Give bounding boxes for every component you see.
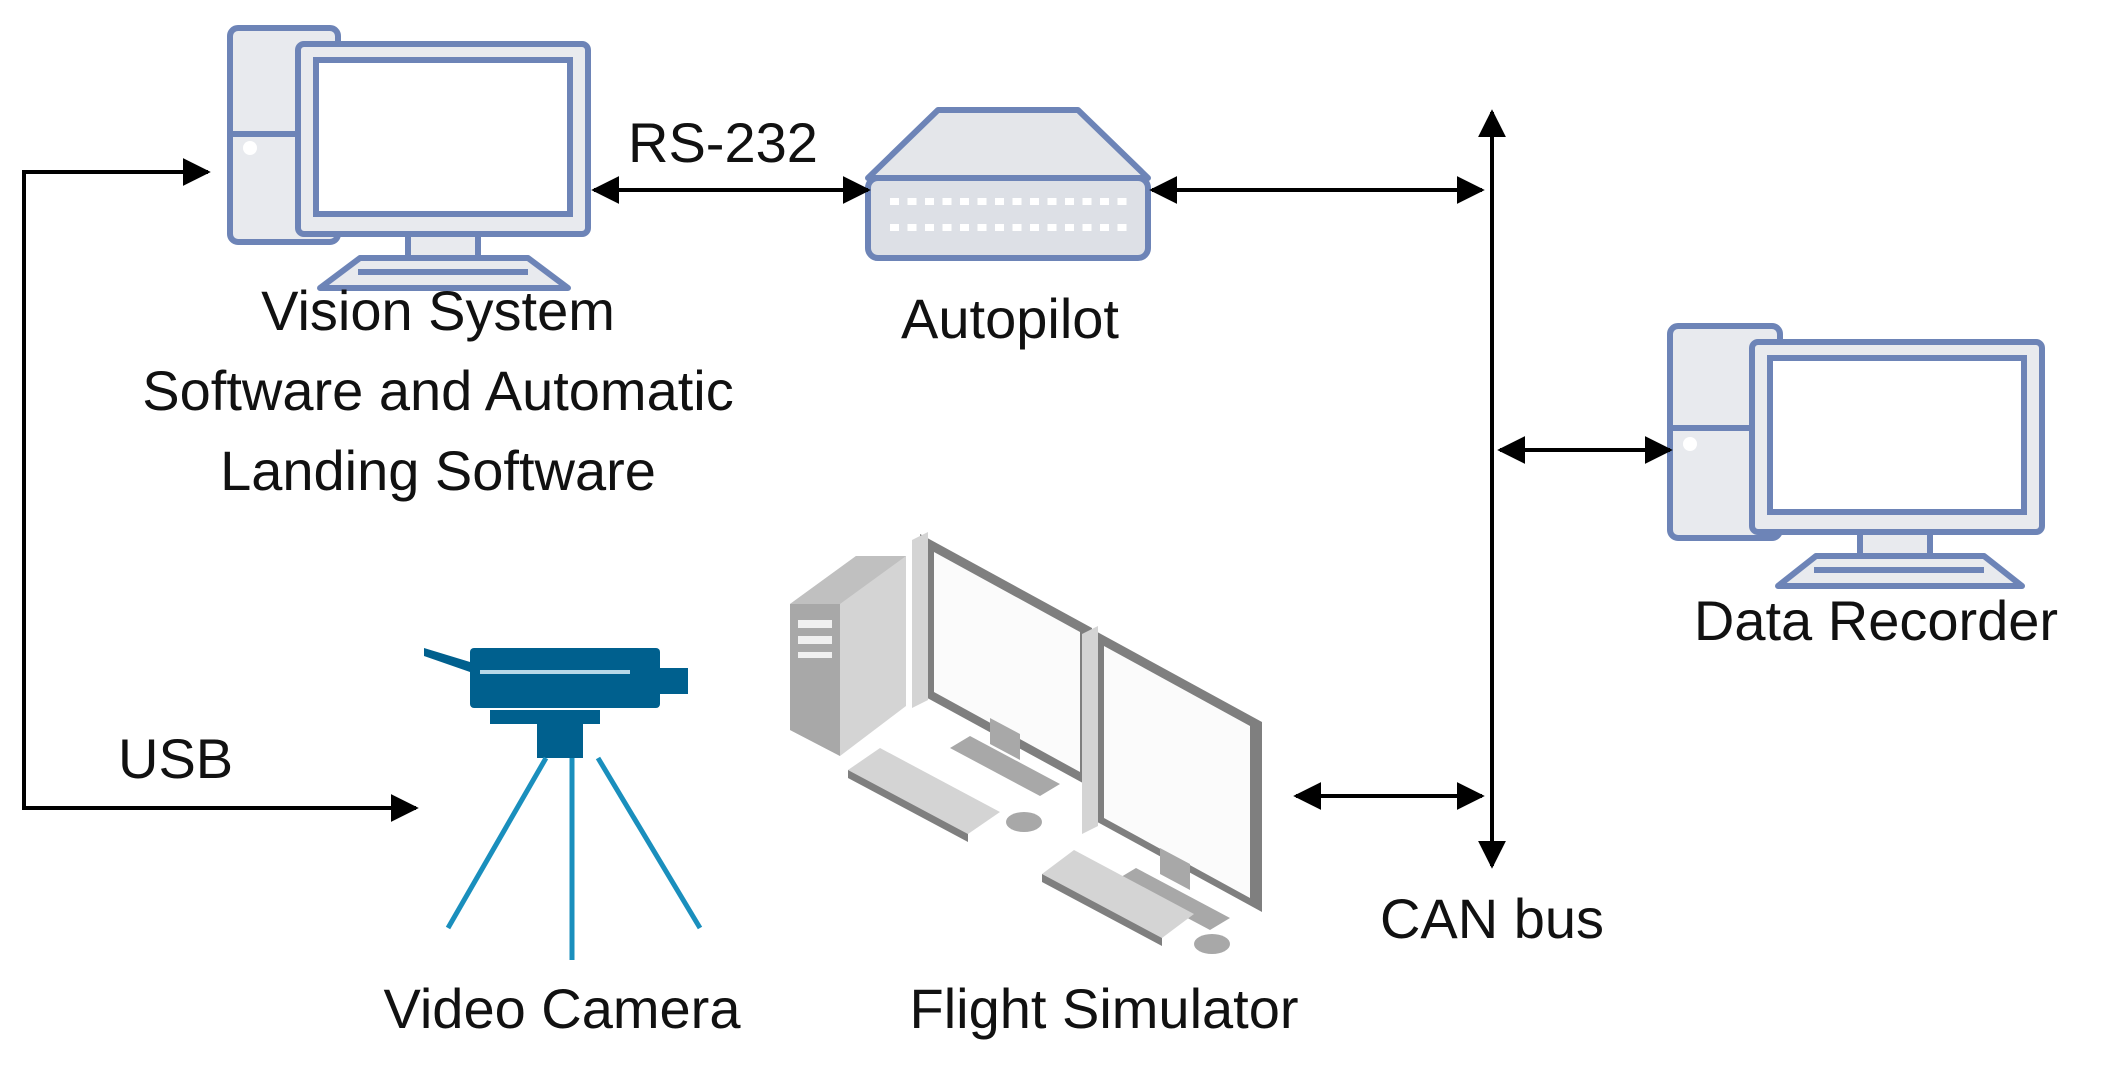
- switch-port: [942, 224, 952, 231]
- switch-port: [995, 198, 1004, 205]
- flight-simulator-workstation-icon: [790, 532, 1262, 954]
- switch-port: [1100, 198, 1109, 205]
- vision-system-label-line-2: Software and Automatic: [142, 359, 733, 422]
- flight-simulator-label: Flight Simulator: [909, 977, 1298, 1040]
- switch-port: [1065, 224, 1074, 231]
- switch-port: [907, 198, 917, 205]
- switch-port: [977, 224, 987, 231]
- switch-port: [890, 198, 899, 205]
- switch-port: [890, 224, 899, 231]
- usb-label: USB: [118, 727, 233, 790]
- switch-port: [942, 198, 952, 205]
- can-bus-label: CAN bus: [1380, 887, 1604, 950]
- switch-port: [1117, 198, 1127, 205]
- switch-port: [977, 198, 987, 205]
- switch-port: [1047, 198, 1057, 205]
- switch-port: [1065, 198, 1074, 205]
- video-camera-icon: [424, 648, 703, 960]
- switch-port: [995, 224, 1004, 231]
- switch-port: [960, 224, 969, 231]
- switch-port: [960, 198, 969, 205]
- switch-port: [1100, 224, 1109, 231]
- video-camera-label: Video Camera: [384, 977, 742, 1040]
- vision-system-label-line-3: Landing Software: [220, 439, 656, 502]
- vision-system-label-line-1: Vision System: [261, 279, 615, 342]
- data-recorder-label: Data Recorder: [1694, 589, 2058, 652]
- switch-port: [925, 224, 934, 231]
- switch-port: [925, 198, 934, 205]
- vision-system-computer-icon: [227, 25, 591, 291]
- switch-port: [1117, 224, 1127, 231]
- switch-port: [1047, 224, 1057, 231]
- data-recorder-computer-icon: [1667, 323, 2045, 589]
- switch-port: [907, 224, 917, 231]
- switch-port: [1082, 224, 1092, 231]
- autopilot-label: Autopilot: [901, 287, 1119, 350]
- switch-port: [1030, 224, 1039, 231]
- switch-port: [1030, 198, 1039, 205]
- rs232-label: RS-232: [628, 111, 818, 174]
- autopilot-switch-icon: [865, 107, 1151, 261]
- switch-port: [1012, 224, 1022, 231]
- switch-port: [1082, 198, 1092, 205]
- switch-port: [1012, 198, 1022, 205]
